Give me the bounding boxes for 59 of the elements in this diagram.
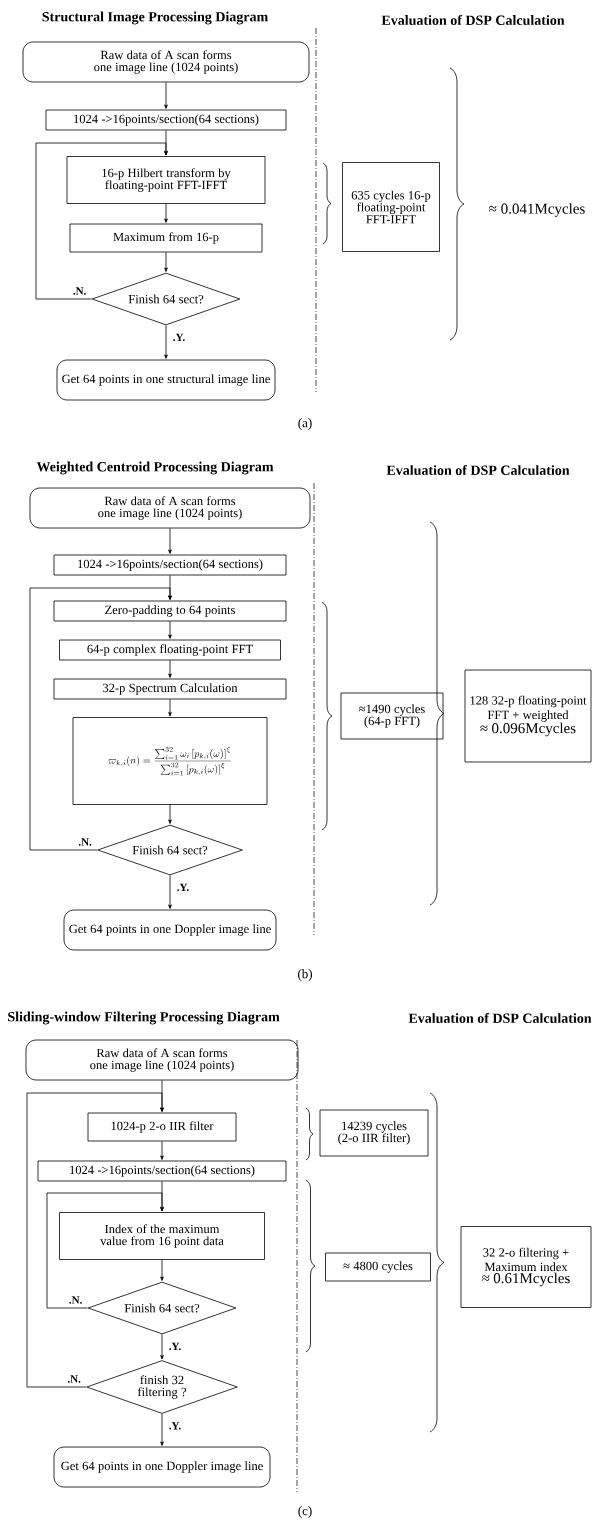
terminal-box: Get 64 points in one Doppler image line bbox=[53, 1446, 271, 1488]
edge-label: .Y. bbox=[168, 1342, 182, 1351]
process-box: Maximum from 16-p bbox=[69, 223, 263, 253]
arrow bbox=[160, 1334, 164, 1360]
cycle-count-box: ≈1490 cycles (64-p FFT) bbox=[340, 692, 444, 740]
loop-arrow bbox=[29, 587, 172, 851]
edge-label: .N. bbox=[68, 1295, 83, 1305]
edge-label: .N. bbox=[72, 286, 87, 296]
edge-label: .Y. bbox=[176, 883, 190, 892]
arrow bbox=[160, 1141, 164, 1160]
panel-heading: Sliding-window Filtering Processing Diagram bbox=[8, 1011, 280, 1025]
process-box: Zero-padding to 64 points bbox=[53, 600, 287, 622]
terminal-box: Raw data of A scan forms one image line (1024 points) bbox=[22, 41, 310, 83]
arrow bbox=[164, 252, 168, 272]
panel-heading: Evaluation of DSP Calculation bbox=[386, 465, 570, 475]
panel-caption: (b) bbox=[298, 969, 312, 981]
cycle-count-box: 32 2-o filtering + Maximum index ≈ 0.61Mcycles bbox=[460, 1226, 592, 1308]
cycle-count-box: ≈ 4800 cycles bbox=[325, 1252, 431, 1282]
panel-heading: Weighted Centroid Processing Diagram bbox=[36, 461, 274, 475]
cycle-count-box: 635 cycles 16-p floating-point FFT-IFFT bbox=[342, 162, 440, 252]
process-box: 1024 ->16points/section(64 sections) bbox=[37, 1160, 287, 1182]
cycle-count-box: 14239 cycles (2-o IIR filter) bbox=[319, 1109, 429, 1157]
terminal-box: Raw data of A scan forms one image line (1024 points) bbox=[25, 1039, 299, 1081]
edge-label: .N. bbox=[77, 837, 93, 847]
arrow bbox=[164, 203, 168, 223]
process-box: 1024 ->16points/section(64 sections) bbox=[45, 109, 287, 131]
terminal-box: Get 64 points in one structural image line bbox=[56, 359, 276, 401]
edge-label: .Y. bbox=[168, 1421, 182, 1431]
process-box: 1024 ->16points/section(64 sections) bbox=[53, 554, 287, 576]
panel-caption: (c) bbox=[298, 1506, 312, 1518]
panel-heading: Evaluation of DSP Calculation bbox=[408, 1013, 592, 1024]
panel-heading: Evaluation of DSP Calculation bbox=[381, 15, 565, 25]
process-box: 1024-p 2-o IIR filter bbox=[87, 1112, 237, 1142]
panel-heading: Structural Image Processing Diagram bbox=[42, 11, 268, 25]
formula-box: $\varpi_{k,i}(n)=\frac{\sum_{i=1}^{32}\omega_{i}\left[p_{k,i}(\omega)\right]^{\xi}}{\sum_{i=1}^{32}\left[p_{k,i}(\omega)\right]^{\xi}}$ bbox=[72, 717, 268, 805]
cycle-total-text: ≈ 0.041Mcycles bbox=[489, 203, 585, 217]
arrow bbox=[164, 325, 168, 359]
loop-arrow bbox=[26, 1092, 164, 1388]
arrow bbox=[168, 804, 172, 824]
loop-arrow bbox=[35, 142, 168, 300]
arrow bbox=[160, 1413, 164, 1446]
panel-caption: (a) bbox=[298, 418, 312, 430]
terminal-box: Raw data of A scan forms one image line (1024 points) bbox=[29, 487, 311, 529]
process-box: 64-p complex floating-point FFT bbox=[59, 639, 281, 661]
arrow bbox=[168, 621, 172, 639]
arrow bbox=[168, 660, 172, 678]
terminal-box: Get 64 points in one Doppler image line bbox=[63, 909, 277, 951]
process-box: Index of the maximum value from 16 point data bbox=[59, 1212, 265, 1260]
process-box: 16-p Hilbert transform by floating-point FFT-IFFT bbox=[66, 156, 266, 204]
loop-arrow bbox=[46, 1192, 164, 1309]
arrow bbox=[168, 528, 172, 554]
edge-label: .N. bbox=[66, 1374, 82, 1384]
process-box: 32-p Spectrum Calculation bbox=[53, 678, 287, 700]
cycle-count-box: 128 32-p floating-point FFT + weighted ≈ 0.096Mcycles bbox=[464, 669, 592, 763]
arrow bbox=[160, 1259, 164, 1281]
arrow bbox=[168, 699, 172, 717]
arrow bbox=[168, 875, 172, 909]
arrow bbox=[164, 82, 168, 109]
edge-label: .Y. bbox=[172, 333, 186, 342]
